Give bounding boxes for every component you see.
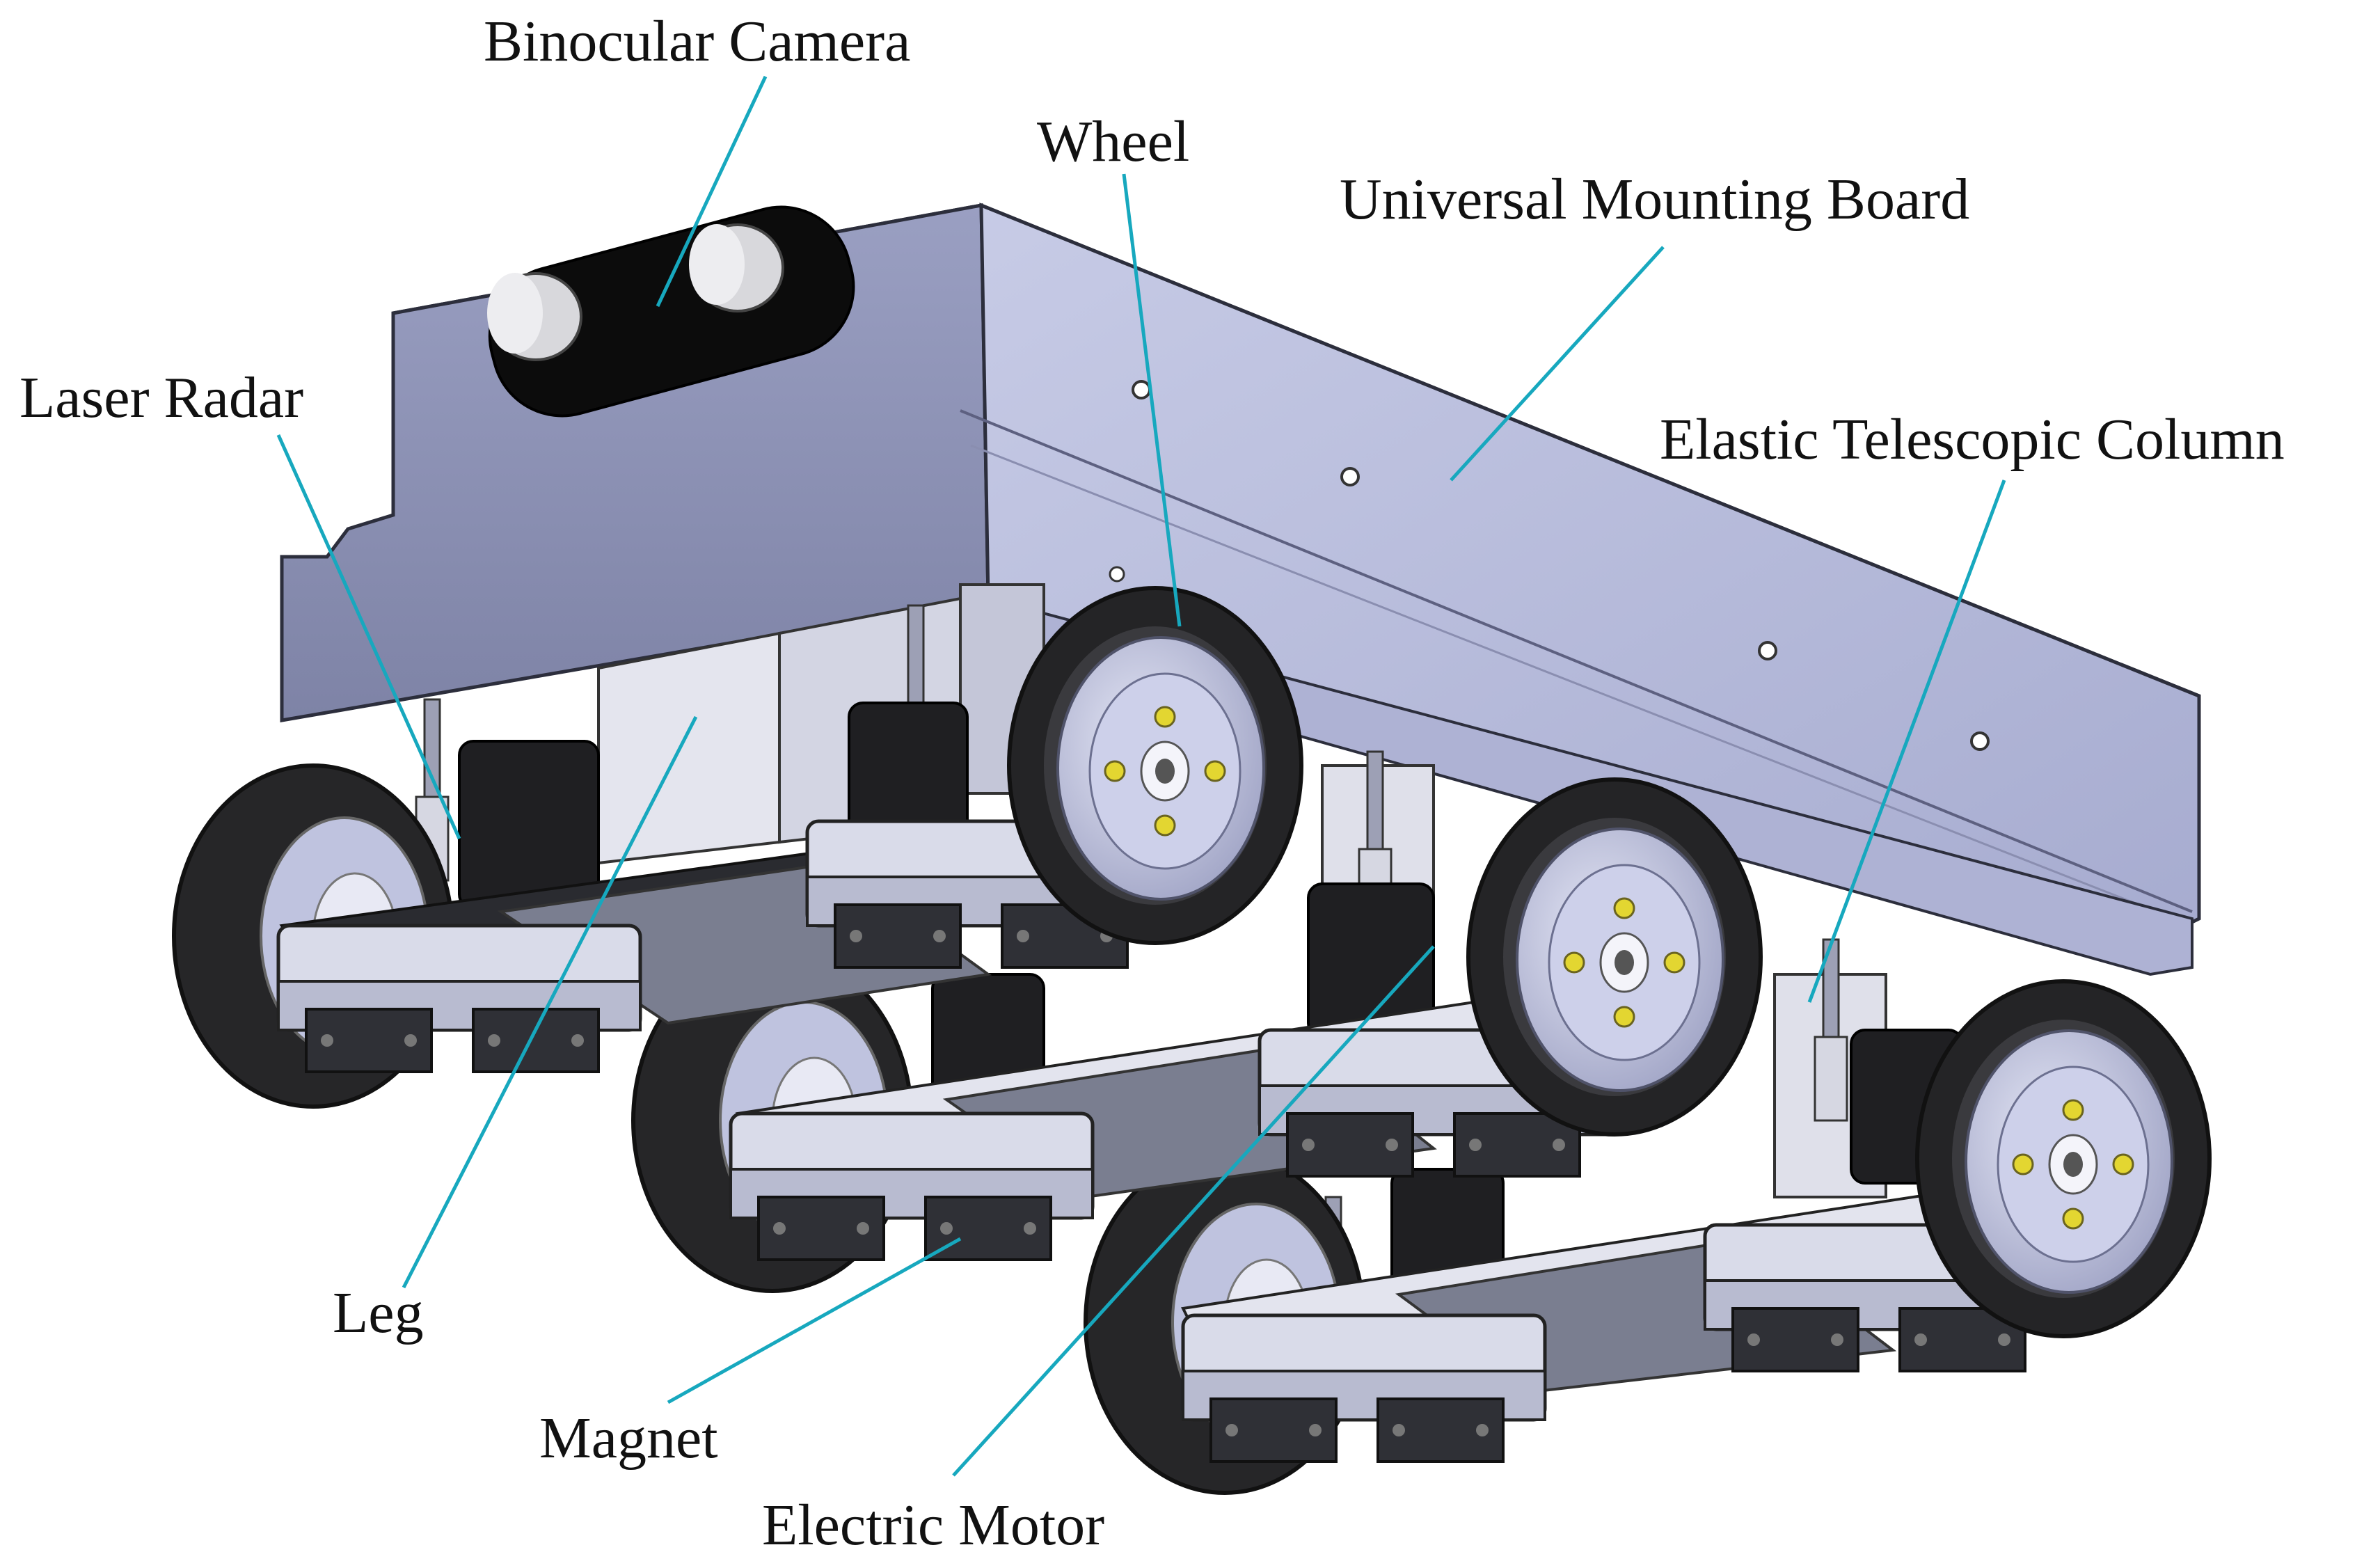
leader-laser-radar: [276, 434, 461, 840]
electric-motor: [458, 740, 600, 910]
label-laser-radar: Laser Radar: [19, 365, 304, 430]
camera-lens-left: [487, 272, 582, 361]
label-electric-motor: Electric Motor: [762, 1493, 1105, 1558]
label-binocular-camera: Binocular Camera: [484, 9, 911, 74]
magnet-unit: [1183, 1315, 1545, 1462]
wheel: [1468, 779, 1761, 1134]
wheel: [1917, 981, 2210, 1336]
label-magnet: Magnet: [539, 1406, 718, 1471]
leader-elastic-telescopic-column: [1807, 480, 2006, 1003]
label-elastic-telescopic-column: Elastic Telescopic Column: [1660, 407, 2285, 472]
binocular-camera: [487, 205, 855, 418]
leader-lines: [276, 75, 2006, 1477]
leader-binocular-camera: [656, 75, 768, 308]
leader-magnet: [667, 1237, 962, 1404]
label-leg: Leg: [333, 1281, 424, 1345]
magnet-unit: [731, 1114, 1093, 1260]
leader-wheel: [1122, 173, 1182, 627]
label-wheel: Wheel: [1037, 109, 1190, 174]
label-universal-mounting-board: Universal Mounting Board: [1340, 167, 1970, 232]
magnet-unit: [278, 926, 640, 1072]
leader-universal-mounting-board: [1450, 246, 1665, 482]
telescopic-column: [1814, 938, 1848, 1122]
leader-leg: [402, 715, 698, 1289]
wheel: [1009, 588, 1301, 943]
camera-lens-right: [689, 223, 784, 312]
leader-electric-motor: [952, 945, 1435, 1477]
